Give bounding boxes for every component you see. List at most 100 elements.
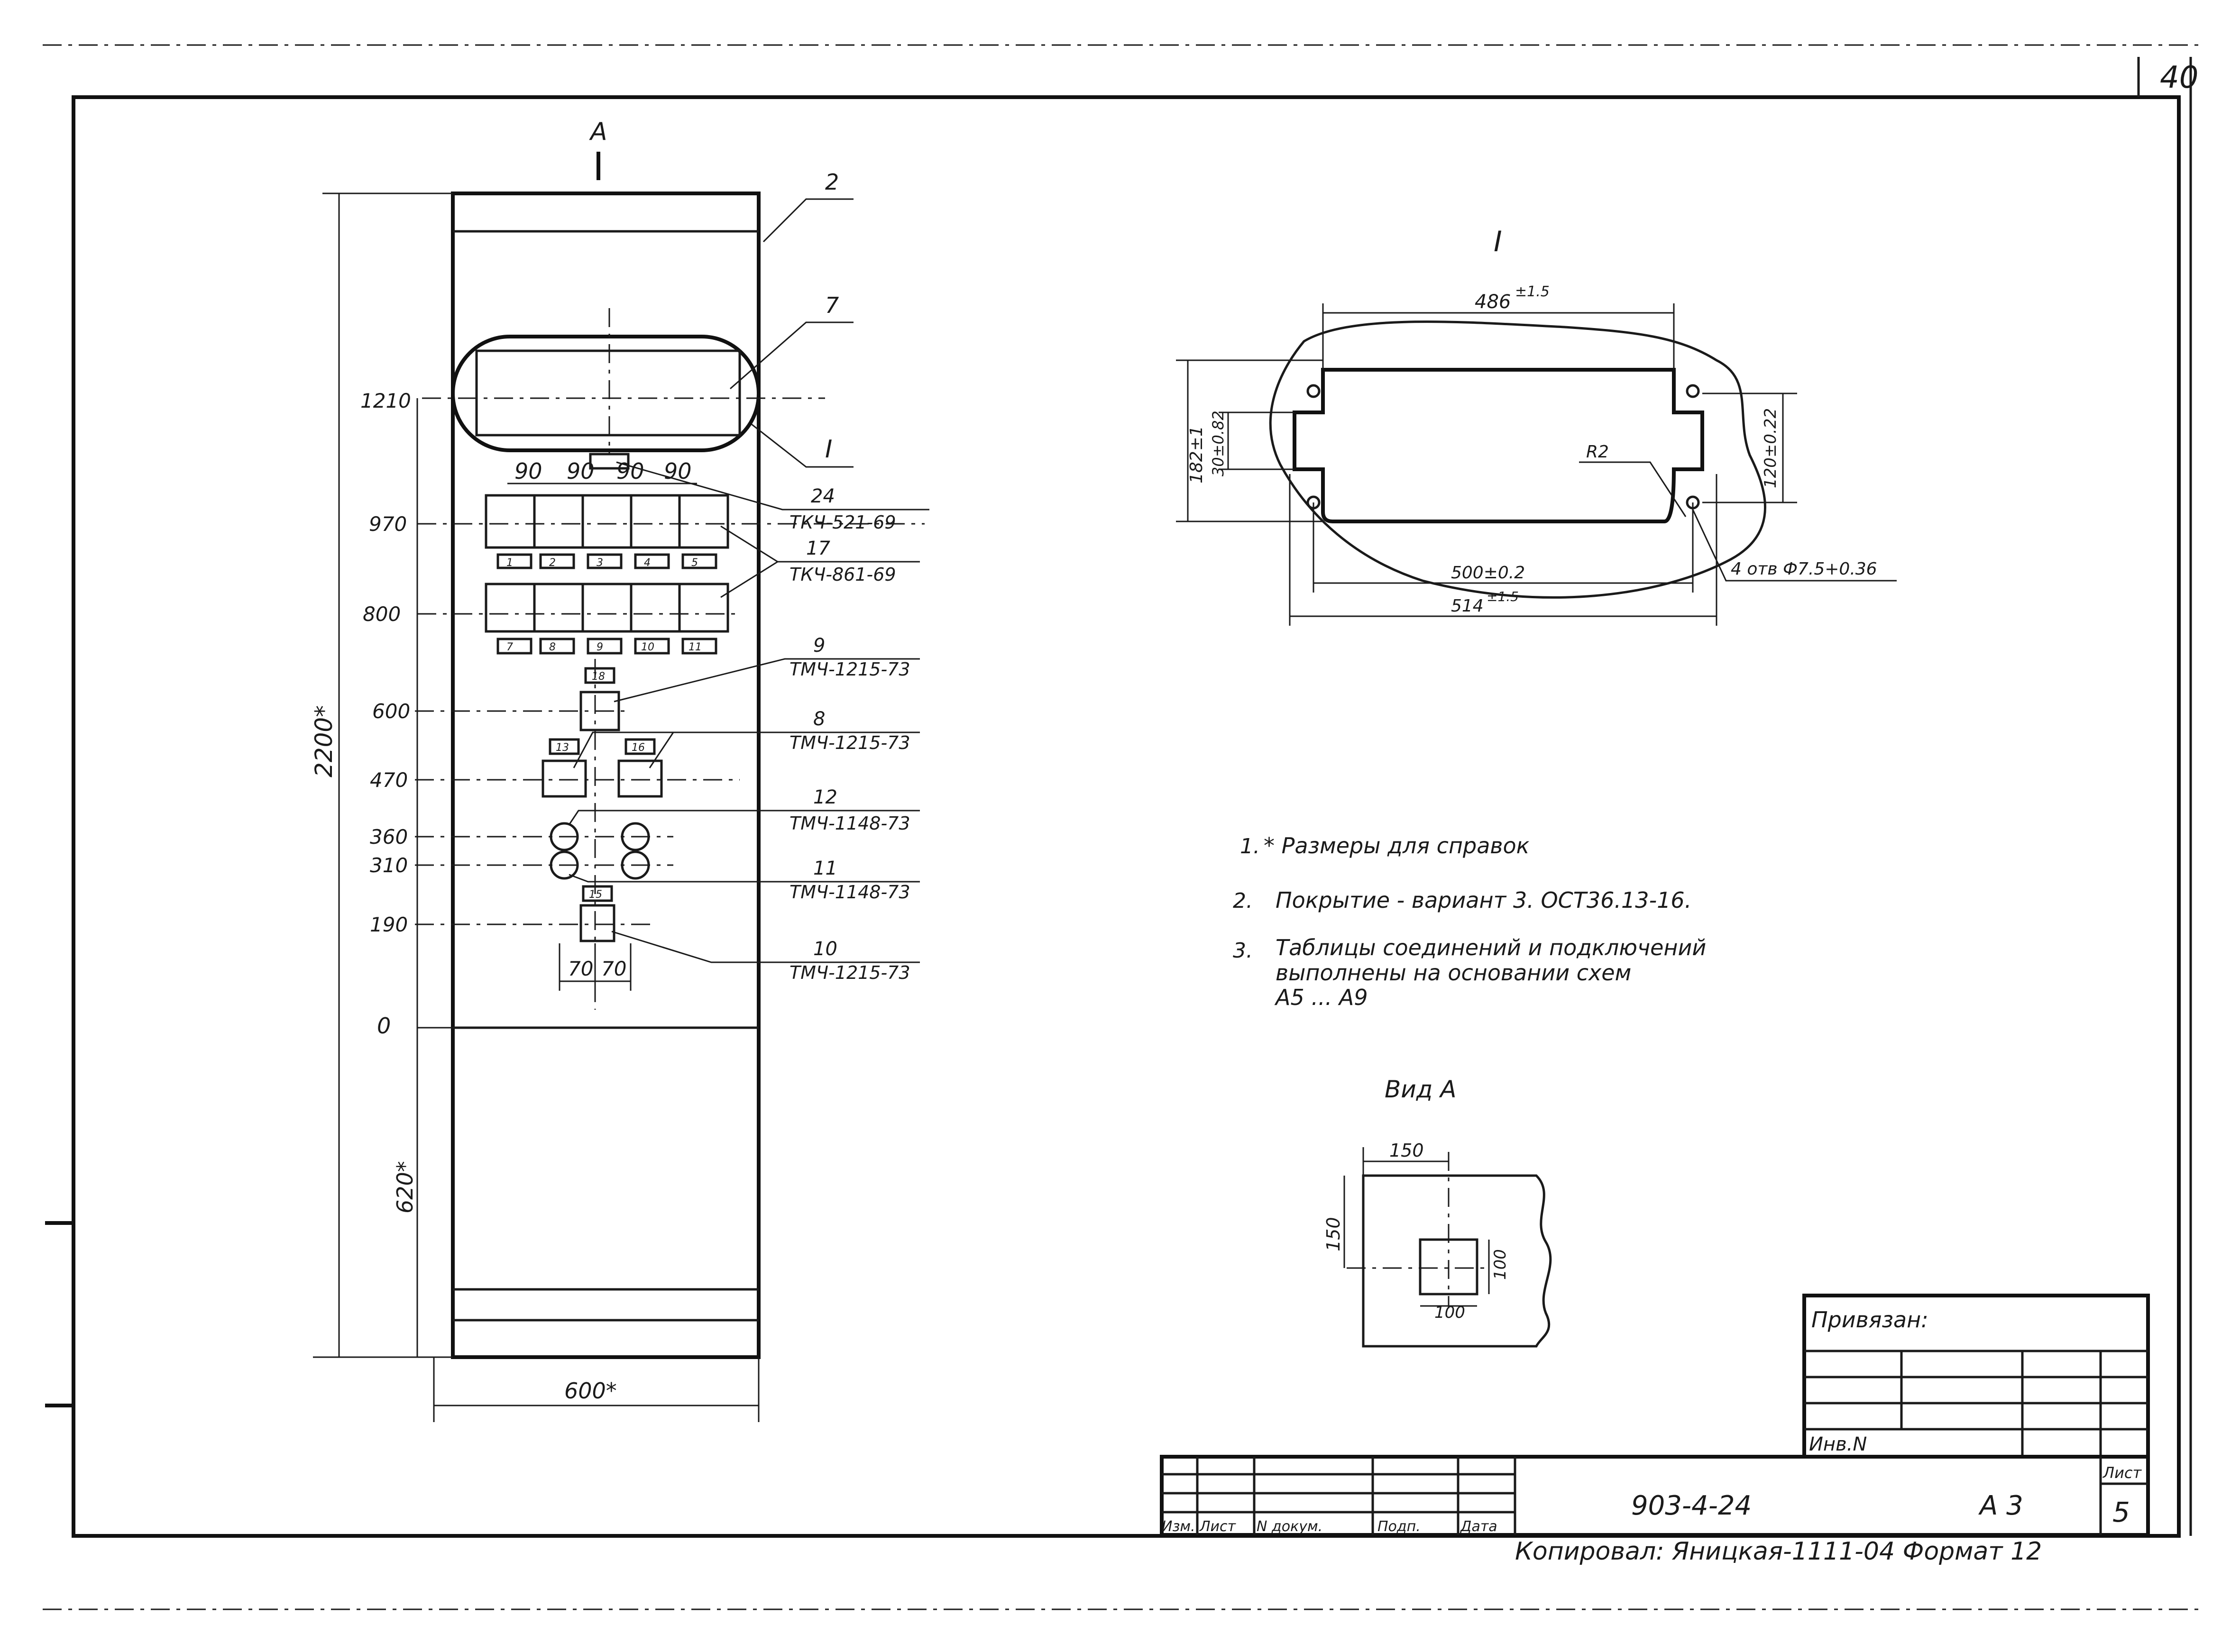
height-470: 470	[370, 768, 408, 792]
block-label: 9	[597, 641, 603, 653]
sheet-code: А 3	[1978, 1490, 2023, 1521]
sheet-label: Лист	[2102, 1464, 2142, 1482]
front-view: A 1 2 3 4 5	[310, 118, 929, 1422]
drawing-frame	[72, 95, 2181, 1538]
block-label: 11	[689, 641, 702, 653]
block-label: 4	[644, 557, 651, 569]
copied-line: Копировал: Яницкая-1111-04 Формат 12	[1515, 1537, 2042, 1566]
upper-module-row	[485, 494, 729, 549]
leader-I	[751, 423, 854, 468]
callout-9: 9	[813, 635, 825, 657]
callout-12-type: ТМЧ-1148-73	[790, 813, 910, 834]
radius-label: R2	[1586, 442, 1609, 462]
spacing-90: 90	[514, 458, 542, 484]
callout-12: 12	[813, 786, 837, 808]
main-stamp	[1160, 1455, 2150, 1537]
title-block: Привязан: Инв.N Изм. Лист N докум. Подп.…	[1160, 1294, 2150, 1566]
spacing-90: 90	[616, 458, 644, 484]
meter-8-left	[542, 759, 587, 798]
view-A-width: 150	[1389, 1140, 1424, 1161]
detail-I-title: I	[1494, 225, 1502, 258]
dim-right: 120±0.22	[1761, 408, 1780, 488]
display-window	[475, 349, 741, 437]
height-800: 800	[363, 602, 401, 626]
leader-7	[730, 321, 854, 390]
tied-label: Привязан:	[1811, 1307, 1928, 1333]
holes-leader	[1692, 509, 1897, 582]
block-label: 10	[641, 641, 654, 653]
callout-8-type: ТМЧ-1215-73	[790, 732, 910, 753]
meter-10	[579, 904, 615, 942]
dim-bottom-outer-tol: ±1.5	[1487, 589, 1519, 604]
block-label: 2	[549, 557, 556, 569]
sheet-number: 5	[2112, 1496, 2130, 1528]
dim-left-outer: 182±1	[1187, 426, 1206, 484]
note-1-text: * Размеры для справок	[1264, 833, 1530, 858]
spacing-90: 90	[567, 458, 595, 484]
block-label: 5	[691, 557, 698, 569]
height-360: 360	[370, 825, 408, 849]
col-header: Дата	[1460, 1518, 1497, 1535]
height-970: 970	[369, 512, 407, 536]
detail-I: I 486 ±1.5 182±1 30±0.82 120±0.22 R2 4 о…	[1176, 225, 1897, 626]
col-header: N докум.	[1257, 1518, 1322, 1535]
dim-top-tol: ±1.5	[1515, 283, 1550, 300]
col-header: Лист	[1199, 1518, 1237, 1535]
callout-10: 10	[813, 938, 837, 960]
break-contour	[1269, 320, 1766, 599]
note-3-line2: выполнены на основании схем	[1276, 960, 1631, 986]
note-3-line3: А5 ... А9	[1274, 985, 1368, 1010]
cutout-outline	[1293, 368, 1704, 523]
callout-8: 8	[813, 708, 825, 730]
callout-24: 24	[811, 485, 835, 507]
callout-17: 17	[806, 538, 830, 559]
spacing-70: 70	[568, 957, 593, 980]
height-1210: 1210	[360, 389, 411, 412]
cabinet-outline	[451, 192, 761, 1359]
note-1-num: 1.	[1240, 834, 1260, 858]
leader-2	[762, 198, 854, 243]
inv-label: Инв.N	[1809, 1433, 1867, 1455]
callout-7: 7	[825, 292, 839, 318]
leader-8-b	[649, 732, 674, 768]
leader-11	[569, 874, 920, 883]
base-height: 620*	[392, 1161, 418, 1214]
col-header: Изм.	[1162, 1518, 1195, 1535]
callout-11: 11	[813, 858, 837, 879]
height-0: 0	[377, 1013, 391, 1039]
dim-bottom-outer: 514	[1451, 596, 1484, 616]
holes-label: 4 отв Ф7.5+0.36	[1731, 559, 1877, 579]
view-A: Вид А 150 150 100 100	[1323, 1076, 1552, 1348]
leader-24	[616, 461, 929, 511]
callout-I: I	[825, 435, 832, 464]
view-A-hole-h: 100	[1491, 1249, 1510, 1280]
note-2-num: 2.	[1233, 889, 1253, 913]
block-label: 3	[597, 557, 603, 569]
block-label: 13	[556, 742, 569, 754]
col-header: Подп.	[1377, 1518, 1421, 1535]
note-3-text: Таблицы соединений и подключений	[1276, 935, 1706, 960]
notes: 1. * Размеры для справок 2. Покрытие - в…	[1233, 833, 1706, 1010]
display-cutout	[451, 335, 761, 452]
block-label: 1	[506, 557, 513, 569]
lower-label-plates: 7 8 9 10 11	[496, 638, 717, 655]
leader-8	[573, 731, 920, 768]
small-label-plate	[589, 453, 630, 470]
dim-bottom-inner: 500±0.2	[1451, 563, 1525, 583]
module-row-outline	[485, 494, 729, 549]
note-3-num: 3.	[1233, 939, 1253, 963]
height-310: 310	[370, 854, 408, 877]
view-A-hole-w: 100	[1434, 1303, 1465, 1322]
callout-10-type: ТМЧ-1215-73	[790, 962, 910, 983]
callout-17-type: ТКЧ-861-69	[790, 564, 896, 585]
leader-17-b	[720, 561, 778, 598]
view-A-panel	[1362, 1174, 1552, 1348]
height-190: 190	[370, 913, 408, 936]
dim-left-inner: 30±0.82	[1209, 411, 1227, 476]
doc-number: 903-4-24	[1631, 1490, 1752, 1521]
radius-leader	[1579, 461, 1687, 517]
sheet-corner-number: 40	[2160, 60, 2198, 95]
view-marker-A: A	[589, 118, 607, 146]
mount-hole	[1306, 384, 1321, 398]
